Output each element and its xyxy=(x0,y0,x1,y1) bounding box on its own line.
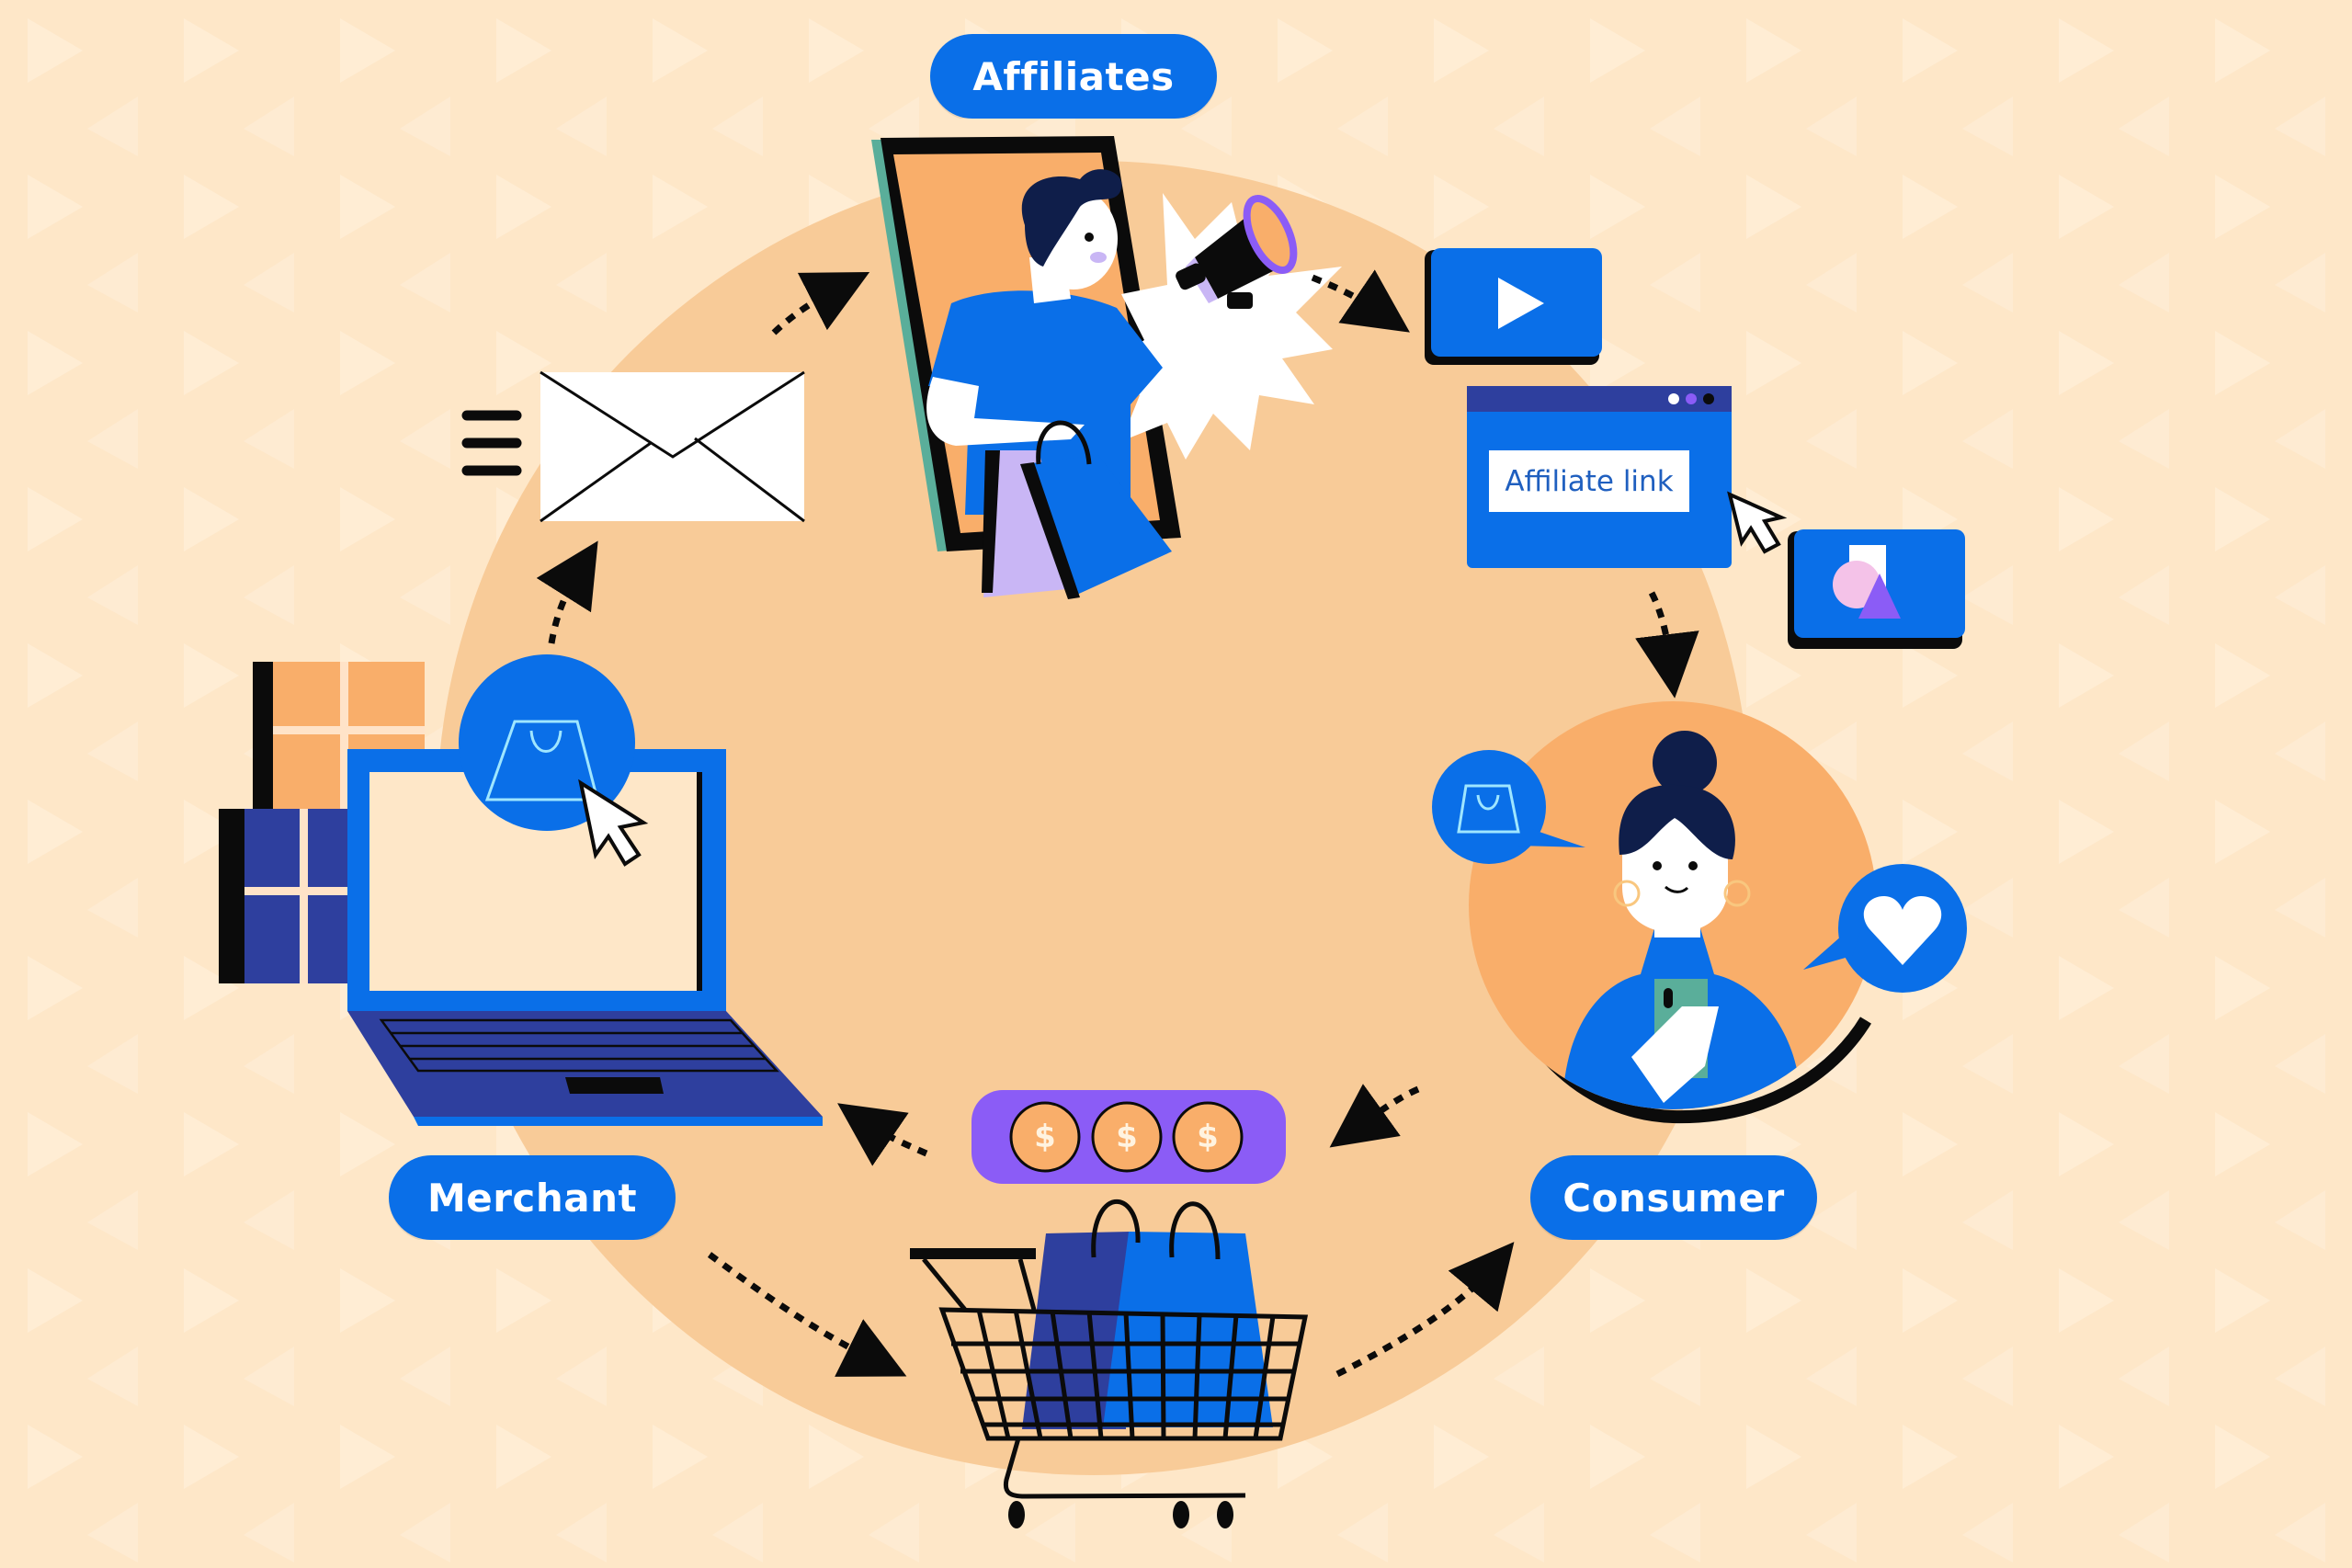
lavender-bag xyxy=(983,450,1075,597)
cursor-icon xyxy=(578,778,649,867)
merchant-illustration xyxy=(219,654,823,1126)
cursor-icon xyxy=(1727,491,1788,554)
arrow-email-to-affiliates xyxy=(771,271,870,335)
arrow-link-to-consumer xyxy=(1635,591,1699,699)
heart-speech-bubble xyxy=(1803,864,1967,993)
affiliate-link-browser xyxy=(1467,386,1732,568)
shopping-cart-icon xyxy=(910,1199,1309,1528)
dollar-icon: $ xyxy=(1197,1119,1219,1155)
affiliates-label[interactable]: Affiliates xyxy=(930,34,1217,119)
heart-icon xyxy=(1863,896,1942,965)
dollar-icon: $ xyxy=(1116,1119,1138,1155)
merchant-label[interactable]: Merchant xyxy=(389,1155,676,1240)
email-icon xyxy=(461,370,805,523)
shopping-bag-icon xyxy=(1457,784,1520,834)
consumer-label[interactable]: Consumer xyxy=(1530,1155,1817,1240)
arrow-merchant-to-cart xyxy=(707,1252,907,1377)
video-ad-card xyxy=(1425,248,1602,365)
arrow-cart-to-consumer xyxy=(1335,1242,1515,1378)
affiliate-phone-illustration xyxy=(871,136,1342,599)
window-dot-black xyxy=(1703,393,1714,404)
burst-shape xyxy=(1103,193,1342,460)
arrow-coins-to-merchant xyxy=(837,1103,928,1166)
dollar-icon: $ xyxy=(1034,1119,1056,1155)
arrow-consumer-to-coins xyxy=(1329,1084,1420,1148)
bag-speech-bubble xyxy=(1432,750,1585,864)
window-dot-white xyxy=(1668,393,1679,404)
play-icon xyxy=(1498,278,1544,329)
commission-coins xyxy=(971,1090,1286,1184)
megaphone-icon xyxy=(1176,195,1298,309)
shapes-card xyxy=(1788,529,1965,649)
consumer-illustration xyxy=(1469,701,1877,1124)
arrow-merchant-to-email xyxy=(536,540,598,644)
window-dot-purple xyxy=(1686,393,1697,404)
flow-arrows xyxy=(536,269,1699,1378)
arrow-affiliates-to-video xyxy=(1311,269,1410,333)
keyboard-icon xyxy=(379,1018,779,1073)
affiliate-link-button[interactable]: Affiliate link xyxy=(1505,464,1674,498)
